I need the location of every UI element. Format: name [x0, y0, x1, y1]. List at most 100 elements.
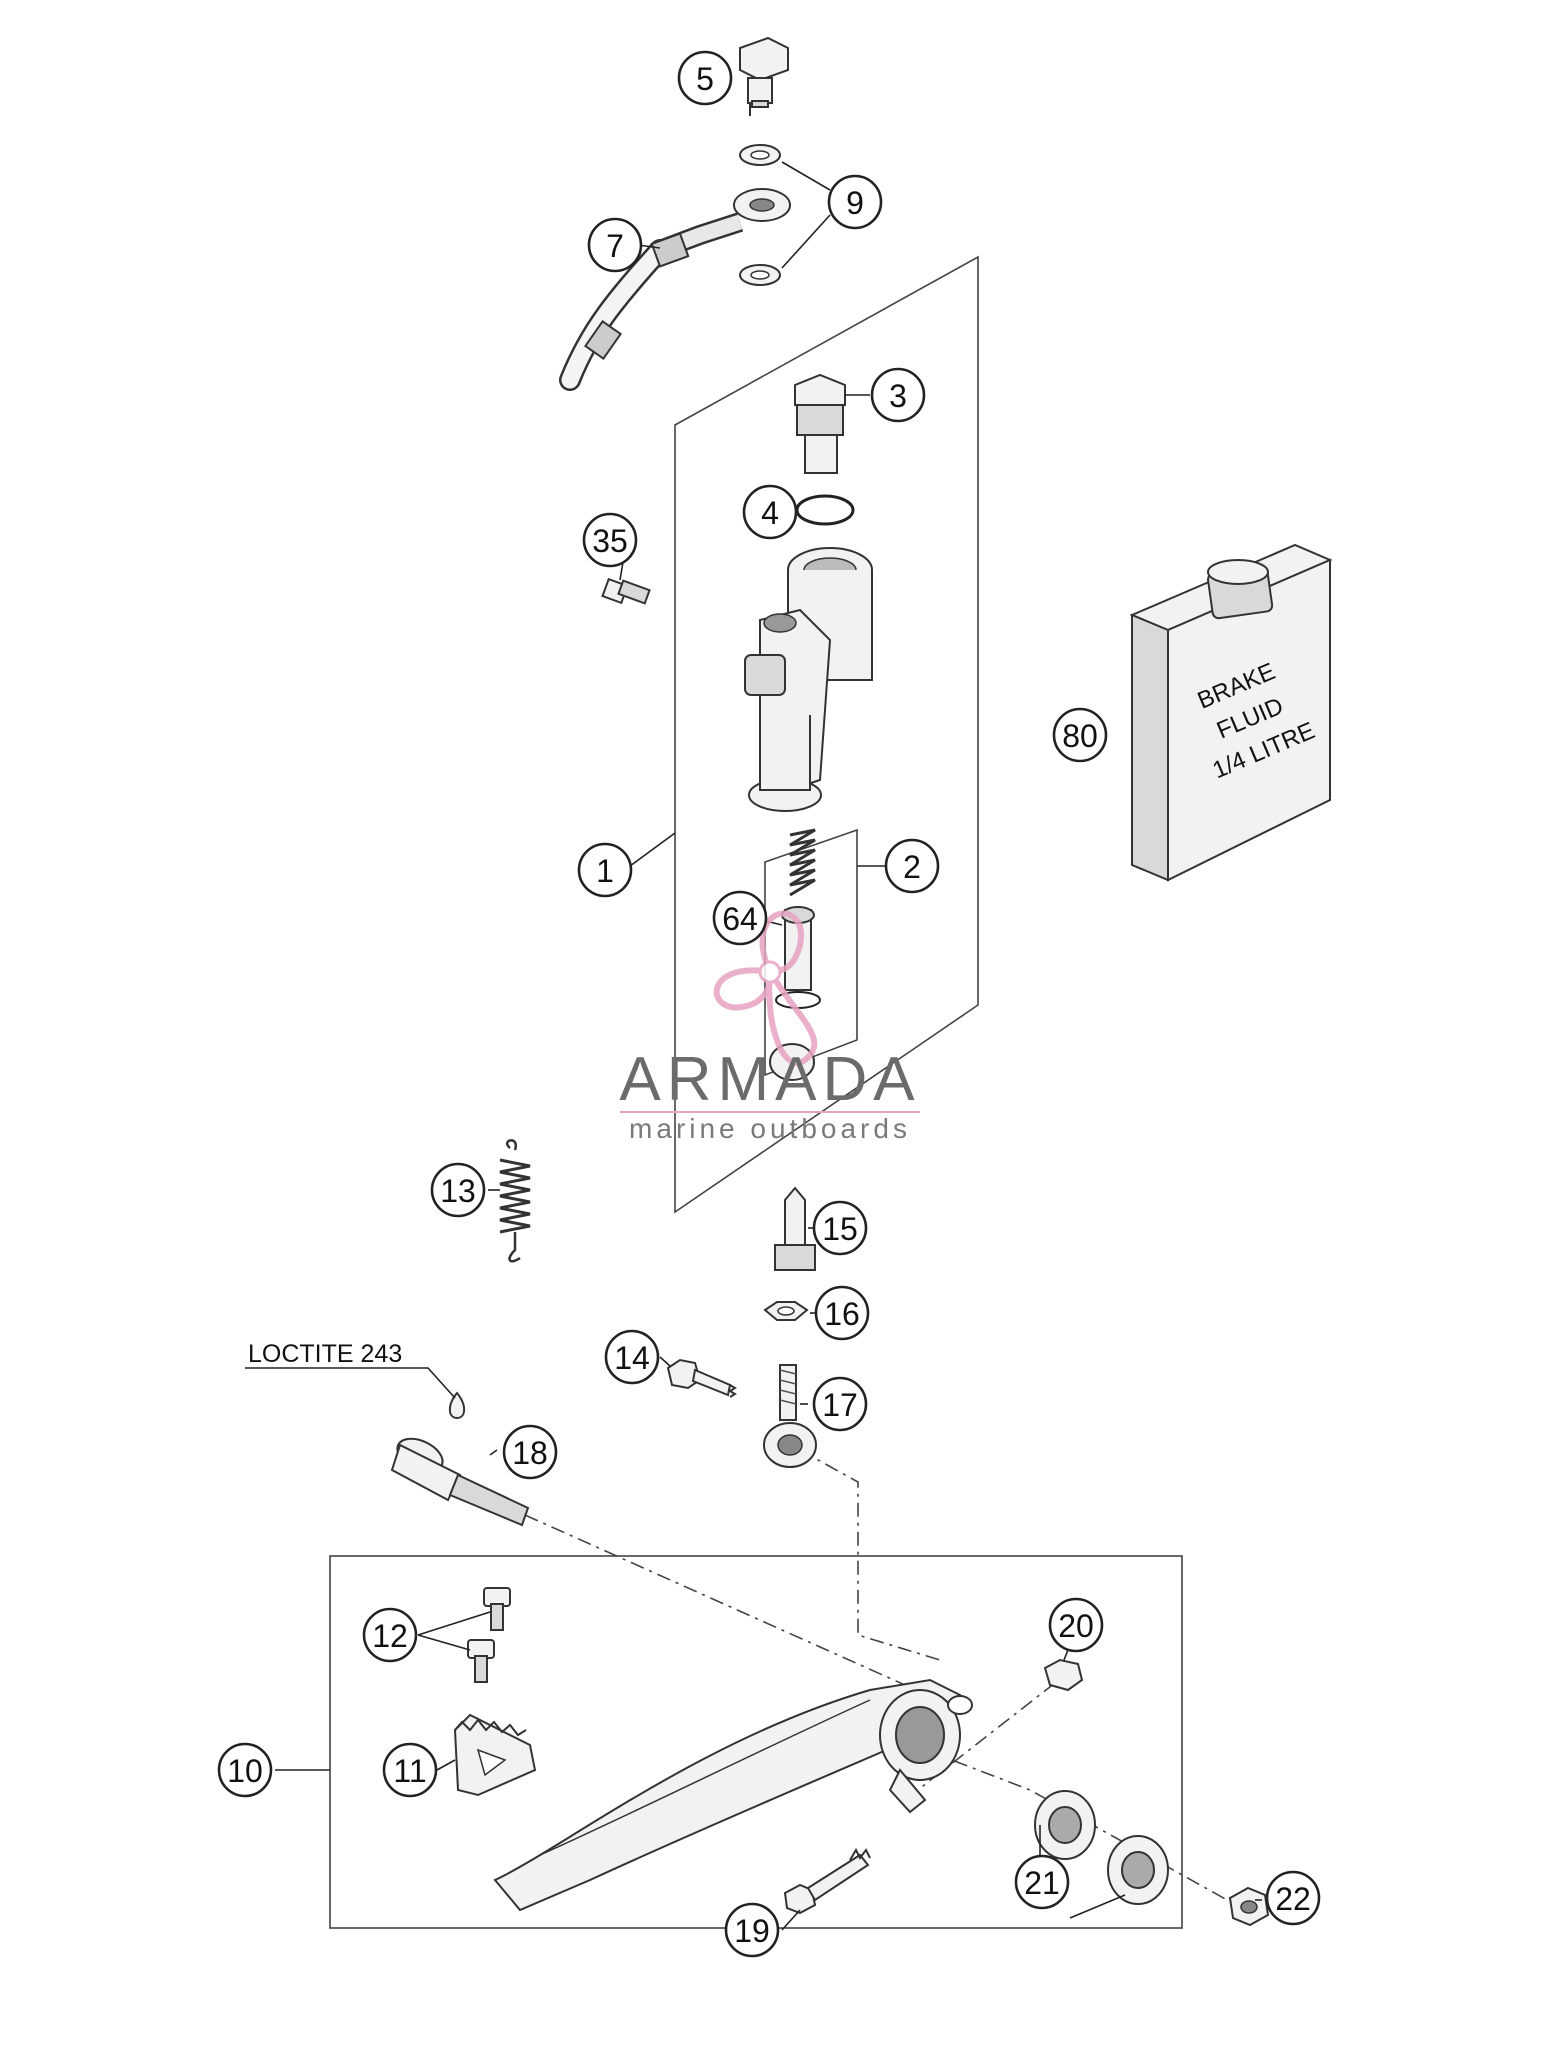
- callout-label: 64: [722, 901, 758, 937]
- callout-circle: [362, 1607, 418, 1663]
- callout-label: 20: [1058, 1608, 1094, 1644]
- callout-label: 15: [822, 1211, 858, 1247]
- callout-label: 22: [1275, 1881, 1311, 1917]
- screw-12-lower: [467, 1639, 495, 1683]
- callout-label: 80: [1062, 718, 1098, 754]
- pivot-bolt-19: [783, 1847, 871, 1915]
- callout-circle: [1265, 1870, 1321, 1926]
- reservoir-fitting: [794, 373, 846, 474]
- callout-11: 11: [382, 1742, 438, 1798]
- nut-20: [1043, 1658, 1084, 1692]
- callout-2: 2: [884, 838, 940, 894]
- callout-64: 64: [712, 890, 768, 946]
- callout-circle: [742, 484, 798, 540]
- callout-17: 17: [812, 1376, 868, 1432]
- callout-circle: [582, 512, 638, 568]
- callout-35: 35: [582, 512, 638, 568]
- callout-label: 5: [696, 61, 714, 97]
- callout-circle: [884, 838, 940, 894]
- callout-5: 5: [677, 50, 733, 106]
- brake-pedal-lever: [493, 1678, 973, 1912]
- push-rod: [774, 1186, 816, 1271]
- centerline-nut-20: [904, 1682, 1056, 1801]
- loctite-drop: [448, 1391, 466, 1420]
- centerline-clevis-17: [799, 1449, 941, 1661]
- o-ring: [795, 494, 855, 526]
- pivot-bolt-14: [666, 1358, 737, 1398]
- lock-nut: [763, 1301, 809, 1321]
- callout-circle: [1052, 707, 1108, 763]
- callout-circle: [217, 1742, 273, 1798]
- callout-label: 13: [440, 1173, 476, 1209]
- callout-label: 21: [1024, 1865, 1060, 1901]
- callout-7: 7: [587, 217, 643, 273]
- callout-9: 9: [827, 174, 883, 230]
- master-cylinder-assembly-frame: [674, 255, 979, 1214]
- callout-13: 13: [430, 1162, 486, 1218]
- callout-label: 1: [596, 853, 614, 889]
- callout-label: 18: [512, 1435, 548, 1471]
- callout-label: 19: [734, 1913, 770, 1949]
- watermark: ARMADA marine outboards: [619, 910, 920, 1144]
- callout-19: 19: [724, 1902, 780, 1958]
- brake-hose: [559, 188, 791, 391]
- clevis: [763, 1364, 817, 1468]
- callout-circle: [870, 367, 926, 423]
- bearing-right: [1107, 1835, 1169, 1905]
- callout-18: 18: [502, 1424, 558, 1480]
- callout-circle: [604, 1329, 660, 1385]
- nut-22: [1228, 1886, 1270, 1927]
- callout-12: 12: [362, 1607, 418, 1663]
- loctite-note: LOCTITE 243: [248, 1340, 402, 1368]
- callout-label: 2: [903, 849, 921, 885]
- callout-circle: [724, 1902, 780, 1958]
- screw-12-upper: [483, 1587, 511, 1631]
- callout-circle: [430, 1162, 486, 1218]
- callout-circle: [814, 1285, 870, 1341]
- callout-circle: [812, 1376, 868, 1432]
- callout-10: 10: [217, 1742, 273, 1798]
- callout-label: 11: [393, 1753, 426, 1789]
- bearing-left: [1034, 1790, 1096, 1860]
- callout-1: 1: [577, 842, 633, 898]
- callout-20: 20: [1048, 1597, 1104, 1653]
- callout-label: 35: [592, 523, 628, 559]
- propeller-logo: [713, 910, 818, 1066]
- callout-circle: [677, 50, 733, 106]
- cap-screw-18: [390, 1437, 530, 1527]
- callout-14: 14: [604, 1329, 660, 1385]
- watermark-subtitle: marine outboards: [629, 1113, 911, 1144]
- banjo-bolt: [739, 36, 789, 116]
- watermark-name: ARMADA: [619, 1045, 920, 1114]
- callout-circle: [382, 1742, 438, 1798]
- centerline-bearings: [899, 1739, 1246, 1911]
- callout-label: 12: [372, 1618, 408, 1654]
- callout-label: 3: [889, 378, 907, 414]
- callout-circle: [502, 1424, 558, 1480]
- callout-label: 16: [824, 1296, 860, 1332]
- callout-circle: [827, 174, 883, 230]
- brake-fluid-container: BRAKE FLUID 1/4 LITRE: [1129, 543, 1333, 882]
- callout-label: 14: [614, 1340, 650, 1376]
- callout-label: 9: [846, 185, 864, 221]
- screw-35: [601, 577, 651, 605]
- callout-label: 4: [761, 495, 779, 531]
- pedal-step-plate: [453, 1713, 537, 1797]
- return-spring: [499, 1139, 531, 1263]
- callout-circle: [587, 217, 643, 273]
- callout-80: 80: [1052, 707, 1108, 763]
- callout-21: 21: [1014, 1854, 1070, 1910]
- callout-circle: [1014, 1854, 1070, 1910]
- callout-4: 4: [742, 484, 798, 540]
- piston-kit-frame: [764, 828, 858, 1077]
- callout-label: 17: [822, 1387, 858, 1423]
- callout-15: 15: [812, 1200, 868, 1256]
- master-cylinder-body: [744, 547, 873, 812]
- callout-circle: [1048, 1597, 1104, 1653]
- callout-16: 16: [814, 1285, 870, 1341]
- callout-3: 3: [870, 367, 926, 423]
- callout-circle: [812, 1200, 868, 1256]
- centerline-bolt-18: [524, 1514, 906, 1686]
